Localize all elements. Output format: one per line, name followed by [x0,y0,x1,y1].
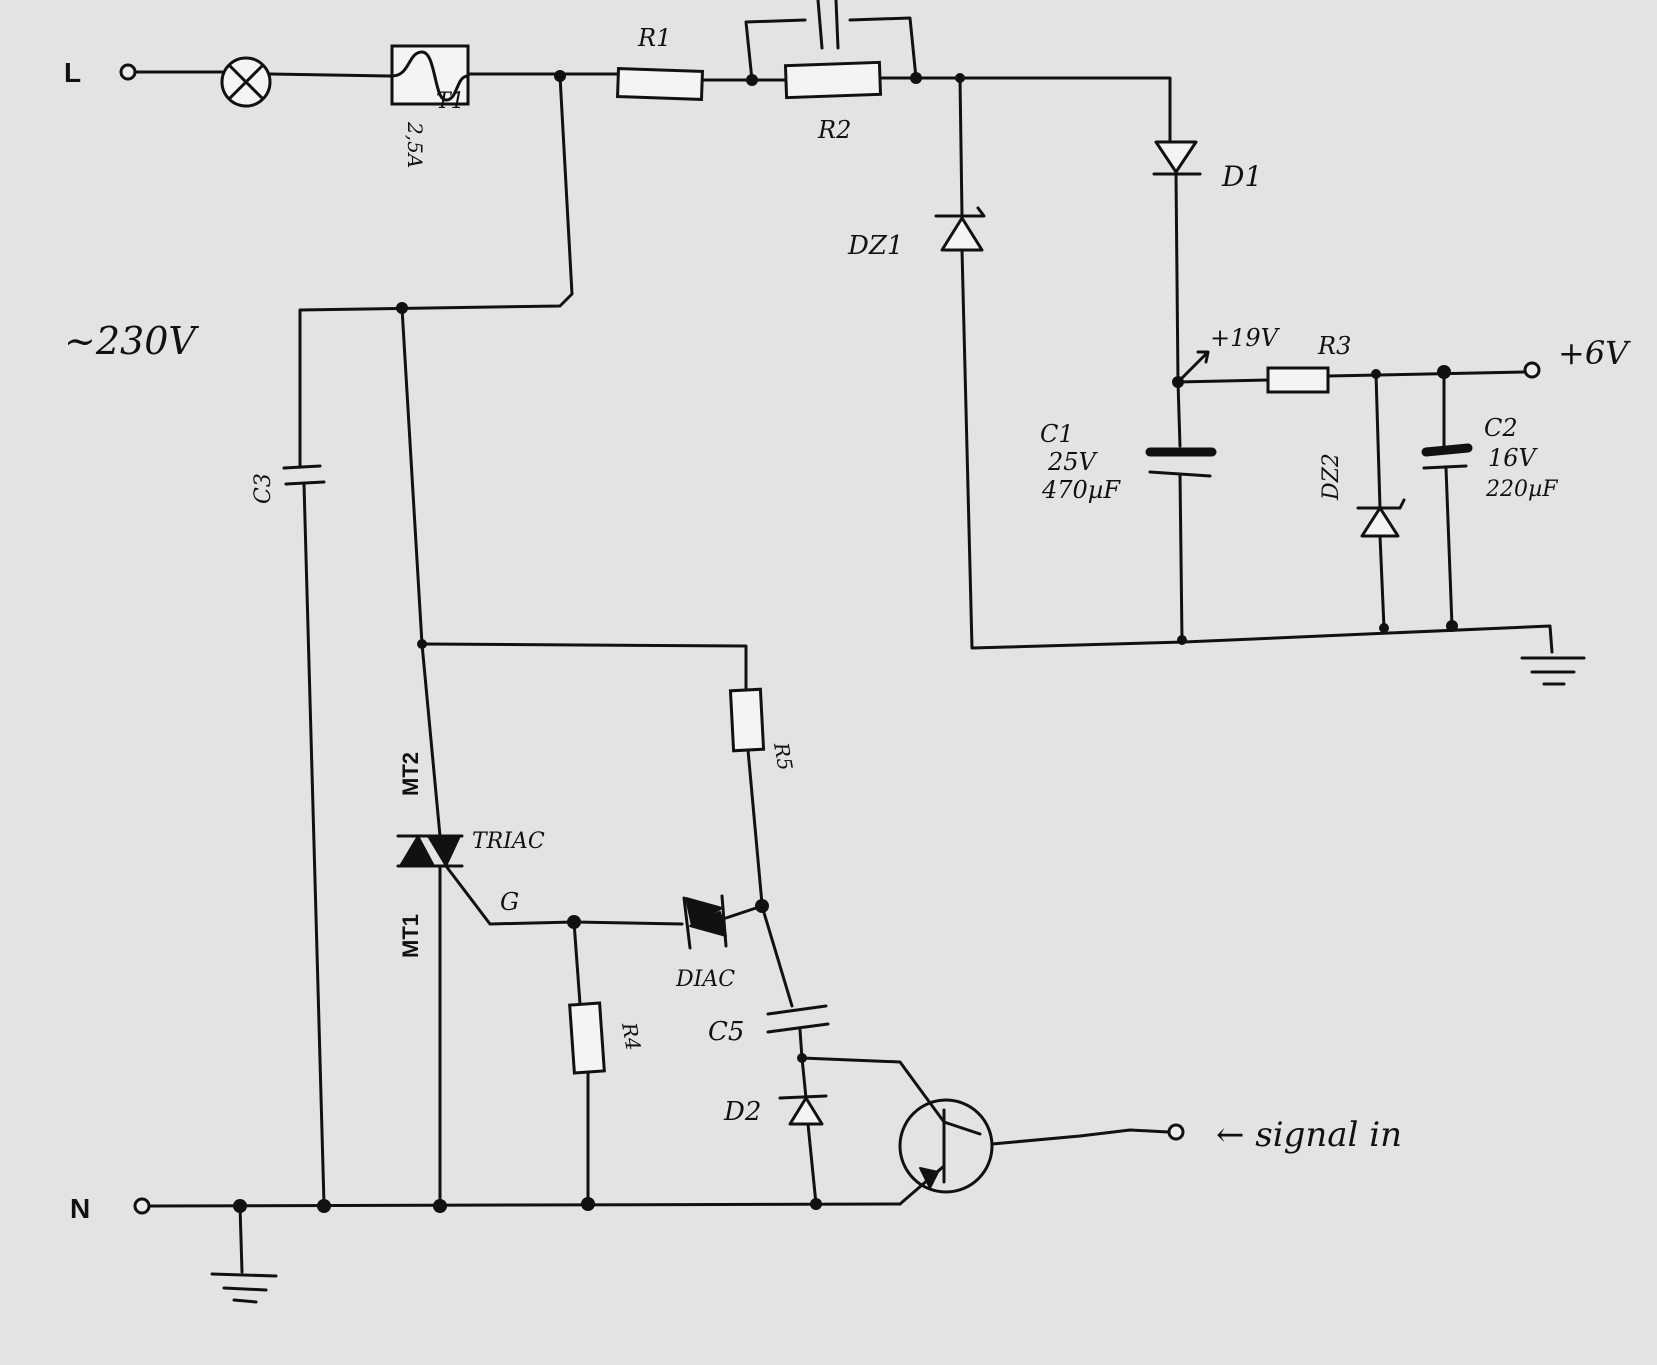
c1-voltage: 25V [1047,448,1099,476]
wire-r5-bottom [746,748,764,906]
fuse-icon [390,44,470,106]
wire-d2-top [800,1056,808,1100]
resistor-r1 [615,66,705,102]
resistor-r1-label: R1 [637,24,671,52]
resistor-r3 [1266,366,1330,394]
wire-ground-left [238,1204,244,1274]
wire-n-rail [148,1202,902,1208]
resistor-r4 [568,1001,606,1075]
capacitor-c5 [766,1004,830,1034]
lamp-icon [220,56,272,108]
zener-dz1-label: DZ1 [847,231,903,261]
junction [810,1198,822,1210]
terminal-l-label: L [64,57,81,88]
junction [1446,620,1458,632]
resistor-r3-label: R3 [1317,332,1351,360]
c2-capacitance: 220µF [1485,477,1558,502]
triac-mt2-label: MT2 [398,752,423,796]
triac-icon [396,834,576,926]
wire-c3-n [302,482,326,1206]
capacitor-c3 [282,464,326,486]
fuse-rating: 2,5A [403,121,427,168]
supply-label: ~230V [64,319,199,363]
arrow-19v [1176,350,1210,384]
zener-dz1 [934,206,986,252]
fuse-type: T1 [436,89,465,114]
capacitor-c2 [1421,443,1473,628]
diac-icon [682,894,728,950]
resistor-r5-label: R5 [769,740,798,773]
zener-dz2 [1356,498,1406,538]
triac-label: TRIAC [472,829,545,854]
wire-top-rail [132,16,1172,142]
junction [910,72,922,84]
zener-dz2-label: DZ2 [1319,453,1344,501]
transistor-icon [898,1098,994,1206]
c2-name: C2 [1484,414,1518,442]
capacitor-c1 [1145,447,1217,642]
diac-label: DIAC [675,967,735,992]
c1-capacitance: 470µF [1041,476,1121,504]
terminal-signal [1167,1123,1185,1141]
junction [1379,623,1389,633]
resistor-r2 [783,60,883,100]
ground-icon [210,1272,278,1304]
c2-voltage: 16V [1488,444,1539,472]
terminal-l [119,63,137,81]
c5-label: C5 [708,1017,744,1047]
diode-d2 [778,1094,828,1126]
junction [1177,635,1187,645]
diode-d2-label: D2 [723,1097,761,1127]
wire-d2-bottom [806,1122,818,1206]
terminal-n [133,1197,151,1215]
wire-base [990,1128,1170,1146]
terminal-n-label: N [70,1193,90,1224]
junction [433,1199,447,1213]
c1-name: C1 [1040,420,1074,448]
wire-r4-top [572,920,582,1006]
junction [746,74,758,86]
triac-mt1-label: MT1 [398,914,423,958]
wire-r3-left [1176,378,1270,384]
terminal-out-label: +6V [1558,334,1631,372]
triac-gate-label: G [500,888,519,916]
wire-r5-top [420,642,748,692]
junction [581,1197,595,1211]
junction [317,1199,331,1213]
resistor-r4-label: R4 [617,1020,646,1053]
wire-l-to-c3 [298,74,574,468]
resistor-r5 [728,687,766,753]
diode-d1-label: D1 [1221,160,1262,193]
wire-collector [800,1056,946,1124]
c3-label: C3 [251,473,276,504]
wire-gate-diac [572,920,684,926]
wire-dz1-top [958,76,964,218]
node-voltage-label: +19V [1210,324,1281,352]
wire-c5-top [760,904,794,1008]
ground-icon [1520,656,1586,686]
signal-in-label: ← signal in [1216,1115,1402,1155]
wire-d1-c1 [1174,172,1182,448]
wire-dz2 [1374,372,1386,630]
wire-r3-right [1326,370,1526,378]
diode-d1 [1152,140,1202,176]
terminal-out [1523,361,1541,379]
resistor-r2-label: R2 [817,116,851,144]
capacitor-c4 [816,0,840,50]
